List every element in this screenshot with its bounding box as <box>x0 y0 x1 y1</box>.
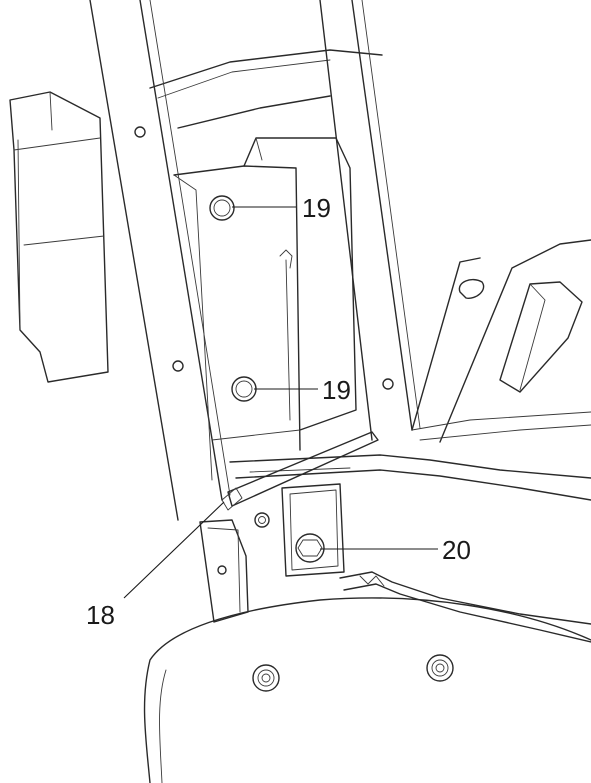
mount-bosses <box>252 654 454 692</box>
lower-frame-beam <box>229 454 591 501</box>
bolt-19-upper <box>209 195 235 221</box>
upper-housing <box>149 49 383 129</box>
callout-20: 20 <box>442 535 471 565</box>
bolt-20-lower <box>295 533 325 563</box>
callout-18: 18 <box>86 600 115 630</box>
callout-19-upper: 19 <box>302 193 331 223</box>
center-mount-panel <box>173 137 357 481</box>
front-lower-cover <box>143 512 591 783</box>
brace-rod <box>221 431 379 511</box>
right-frame-pillar <box>319 0 421 441</box>
callout-19-middle: 19 <box>322 375 351 405</box>
right-shelf <box>411 239 591 443</box>
lower-bolt-plate <box>281 483 591 643</box>
leader-line-18 <box>123 501 225 599</box>
left-bracket-housing <box>9 91 109 383</box>
bolt-19-middle <box>231 376 257 402</box>
left-frame-pillar <box>89 0 231 521</box>
